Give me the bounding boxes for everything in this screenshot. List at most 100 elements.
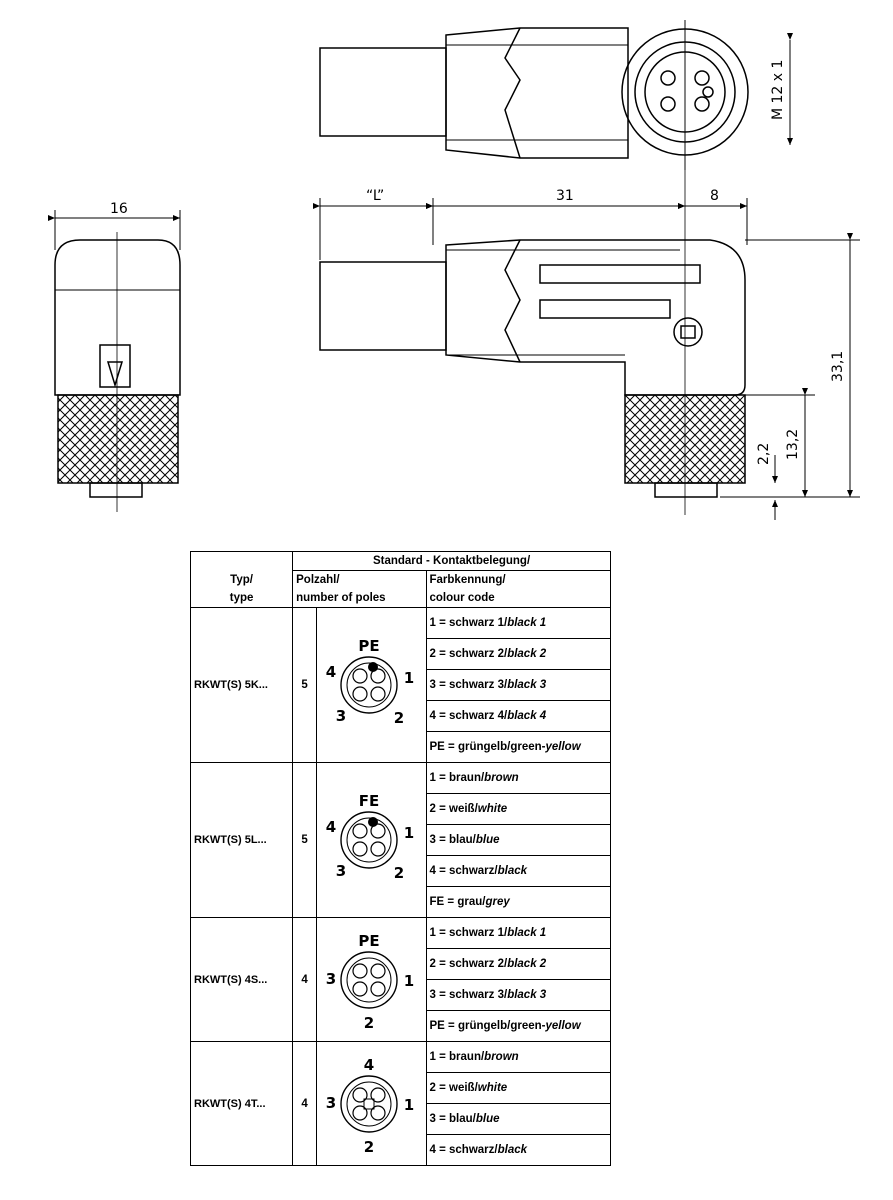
pin-contact	[352, 841, 368, 857]
pin-label-bottom-right: 2	[394, 864, 404, 882]
colour-code-de: PE = grüngelb/green-	[429, 1020, 546, 1032]
colour-code: PE = grüngelb/green-yellow	[425, 1010, 612, 1042]
colour-code-de: 1 = schwarz 1/	[429, 927, 508, 939]
pin-contact	[370, 668, 386, 684]
colour-code-en: black 2	[507, 958, 547, 970]
dim-33-1: 33,1	[830, 351, 846, 382]
connector-face	[340, 656, 398, 714]
pin-label-left: 4	[326, 663, 336, 681]
colour-code: 4 = schwarz/black	[425, 855, 612, 887]
earth-pin	[368, 662, 379, 672]
colour-code-de: 3 = blau/	[429, 1113, 476, 1125]
pole-count: 4	[292, 1041, 318, 1166]
pin-label-bottom-right: 2	[394, 709, 404, 727]
pin-contact	[352, 980, 368, 997]
connector-face	[340, 1074, 398, 1133]
pin-contact	[352, 1104, 368, 1121]
colour-code-de: PE = grüngelb/green-	[429, 741, 546, 753]
connector-insert	[346, 817, 392, 863]
colour-code: 1 = braun/brown	[425, 762, 612, 794]
colour-code-de: 3 = schwarz 3/	[429, 679, 508, 691]
colour-code-en: brown	[484, 1051, 519, 1063]
connector-face	[340, 811, 398, 869]
colour-code-en: white	[477, 1082, 508, 1094]
header-type-de: Typ/	[189, 570, 294, 589]
connector-type: RKWT(S) 4T...	[189, 1041, 294, 1166]
connector-type: RKWT(S) 5K...	[189, 607, 294, 763]
pin-label-bottom: 2	[364, 1014, 374, 1032]
colour-code-de: 1 = schwarz 1/	[429, 617, 508, 629]
table-row: 4 = schwarz/black	[191, 1134, 612, 1166]
pin-contact	[370, 841, 386, 857]
connector-type: RKWT(S) 5L...	[189, 762, 294, 918]
connector-insert	[346, 957, 392, 1002]
header-type-en: type	[189, 589, 294, 608]
colour-code: 3 = blau/blue	[425, 824, 612, 856]
colour-code-de: 3 = schwarz 3/	[429, 989, 508, 1001]
pin-contact	[370, 686, 386, 702]
pin-contact	[352, 1086, 368, 1103]
colour-code-en: yellow	[545, 1020, 581, 1032]
pin-contact	[370, 1086, 386, 1103]
pin-label-top: 4	[364, 1056, 374, 1074]
pin-contact	[370, 962, 386, 979]
colour-code: 3 = schwarz 3/black 3	[425, 979, 612, 1011]
pin-label-top: FE	[359, 792, 380, 810]
pin-label-bottom-left: 3	[336, 707, 346, 725]
dim-8: 8	[710, 188, 719, 204]
header-colour-de: Farbkennung/	[425, 570, 612, 589]
colour-code-en: black 1	[507, 927, 547, 939]
pin-contact	[352, 686, 368, 702]
pin-contact	[352, 962, 368, 979]
top-view	[319, 20, 793, 170]
coding-key	[363, 1098, 375, 1109]
pin-label-top: PE	[358, 637, 379, 655]
technical-drawing: M 12 x 1 16	[48, 20, 860, 520]
dim-31: 31	[556, 188, 574, 204]
colour-code-en: black 3	[507, 679, 547, 691]
colour-code-de: 2 = schwarz 2/	[429, 648, 508, 660]
colour-code-en: yellow	[545, 741, 581, 753]
connector-type: RKWT(S) 4S...	[189, 917, 294, 1042]
colour-code-de: 3 = blau/	[429, 834, 476, 846]
header-poles-de: Polzahl/	[292, 570, 427, 589]
colour-code: 4 = schwarz/black	[425, 1134, 612, 1166]
table-row: 3 = schwarz 3/black 3	[191, 669, 612, 701]
colour-code-de: 2 = weiß/	[429, 803, 478, 815]
connector-insert	[346, 662, 392, 708]
pin-label-top: PE	[358, 932, 379, 950]
table-row: 2 = weiß/white	[191, 1072, 612, 1104]
colour-code-de: 1 = braun/	[429, 772, 485, 784]
thread-label: M 12 x 1	[770, 60, 786, 120]
dim-13-2: 13,2	[785, 429, 801, 460]
colour-code-en: black 1	[507, 617, 547, 629]
pin-assignment-table: Standard - Kontaktbelegung/ Typ/ Polzahl…	[189, 551, 612, 1166]
pin-label-right: 1	[404, 972, 414, 990]
colour-code: 1 = schwarz 1/black 1	[425, 607, 612, 639]
colour-code-de: 2 = weiß/	[429, 1082, 478, 1094]
pin-label-left: 3	[326, 1094, 336, 1112]
colour-code: 2 = weiß/white	[425, 1072, 612, 1104]
pin-contact	[352, 668, 368, 684]
colour-code-en: white	[477, 803, 508, 815]
colour-code-en: black	[497, 1144, 528, 1156]
connector-insert	[346, 1081, 392, 1126]
pin-contact	[370, 980, 386, 997]
colour-code-de: 2 = schwarz 2/	[429, 958, 508, 970]
dim-L: “L”	[366, 188, 384, 204]
pin-contact	[352, 823, 368, 839]
table-row: 3 = blau/blue	[191, 1103, 612, 1135]
colour-code-en: black 4	[507, 710, 547, 722]
front-view	[313, 20, 860, 520]
side-view	[48, 210, 181, 512]
colour-code-de: 4 = schwarz/	[429, 1144, 498, 1156]
pin-contact	[370, 823, 386, 839]
colour-code-en: blue	[475, 1113, 500, 1125]
